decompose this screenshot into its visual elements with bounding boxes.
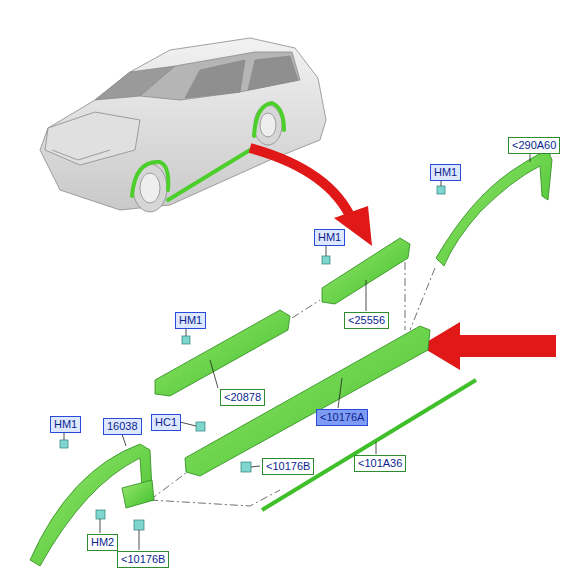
rocker-panel-cover bbox=[185, 326, 430, 476]
callout-number: <290A60 bbox=[508, 137, 560, 154]
vehicle bbox=[40, 38, 326, 212]
callout-number: <101A36 bbox=[354, 455, 406, 472]
callout-number: <25556 bbox=[344, 312, 389, 329]
sill-strip bbox=[262, 380, 476, 510]
clip bbox=[60, 186, 445, 530]
callout-number: HM1 bbox=[50, 416, 81, 433]
callout-number: HM1 bbox=[314, 229, 345, 246]
callout-number: <20878 bbox=[220, 389, 265, 406]
sill-moulding-front bbox=[155, 310, 290, 396]
arch-extension bbox=[122, 480, 154, 508]
callout-number: <10176A bbox=[316, 409, 368, 426]
callout-number: HC1 bbox=[151, 414, 181, 431]
callout-number: <10176B bbox=[262, 458, 314, 475]
callout-number: HM2 bbox=[87, 534, 118, 551]
callout-number: <10176B bbox=[117, 551, 169, 568]
callout-number: 16038 bbox=[103, 418, 142, 435]
leader-line bbox=[64, 152, 530, 550]
callout-number: HM1 bbox=[175, 312, 206, 329]
callout-number: HM1 bbox=[430, 164, 461, 181]
pointer-arrow bbox=[250, 148, 352, 220]
centerline bbox=[150, 262, 435, 506]
pointer-arrow bbox=[420, 322, 556, 370]
